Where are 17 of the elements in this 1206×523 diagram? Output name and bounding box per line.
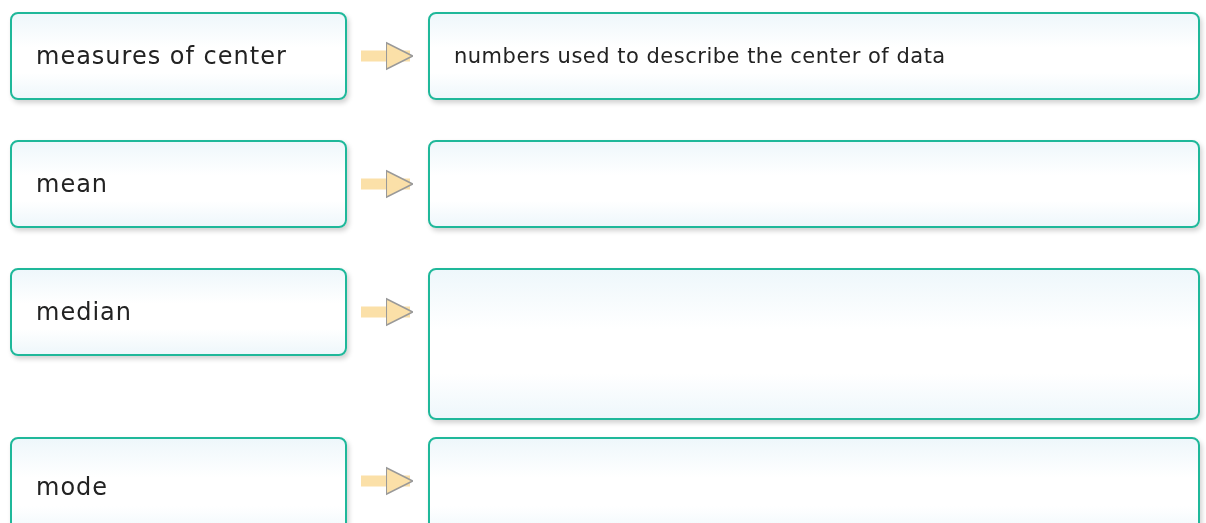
empty-answer-box [428,268,1200,420]
term-box [10,12,347,100]
term-box [10,437,347,523]
term-box [10,140,347,228]
empty-answer-box [428,140,1200,228]
arrow [361,42,414,70]
term-text: mode [36,473,109,501]
term-text: mean [36,170,109,198]
arrow [361,170,414,198]
term-box [10,268,347,356]
definition-box [428,12,1200,100]
definition-text: numbers used to describe the center of data [454,44,946,68]
term-text: measures of center [36,42,287,70]
empty-answer-box [428,437,1200,523]
term-text: median [36,298,132,326]
arrow [361,298,414,326]
arrow [361,467,414,495]
